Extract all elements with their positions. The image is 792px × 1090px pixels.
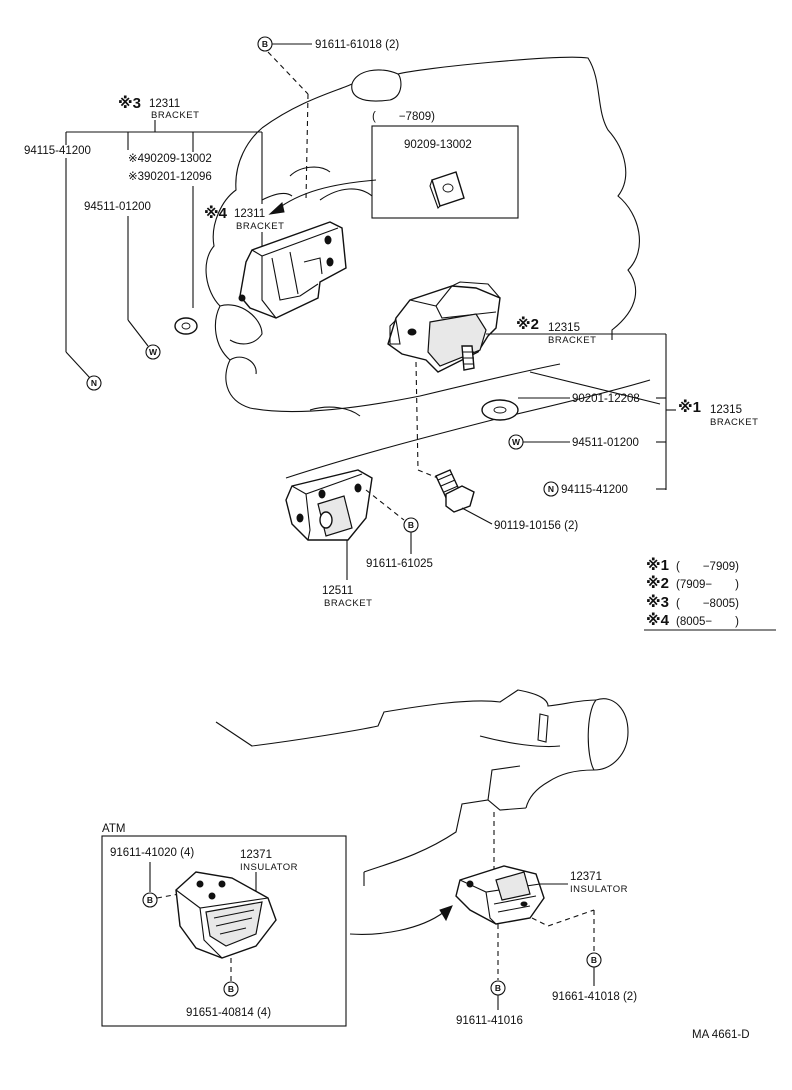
bolt-b-symbol-41018: B bbox=[586, 952, 602, 968]
bolt-b-symbol-41016: B bbox=[490, 980, 506, 996]
legend-mark-3: ※3 bbox=[646, 593, 669, 611]
part-91661-41018: 91661-41018 (2) bbox=[552, 991, 637, 1003]
part-91611-41020: 91611-41020 (4) bbox=[110, 847, 194, 859]
arrow-head-inset bbox=[268, 202, 285, 215]
bracket-label-ref2: BRACKET bbox=[548, 335, 596, 346]
bracket-12511 bbox=[285, 469, 373, 541]
bracket-12311-ref4 bbox=[238, 221, 347, 319]
svg-text:B: B bbox=[495, 983, 501, 993]
insulator-label-atm: INSULATOR bbox=[240, 862, 298, 873]
part-90201-12096-ref3: ※390201-12096 bbox=[128, 171, 212, 183]
legend-range-1: ( −7909) bbox=[676, 561, 739, 573]
bracket-label-12511: BRACKET bbox=[324, 598, 372, 609]
transmission-outline bbox=[215, 689, 629, 886]
svg-text:B: B bbox=[408, 520, 414, 530]
svg-text:N: N bbox=[548, 484, 554, 494]
inset-range-label: ( −7809) bbox=[372, 111, 435, 123]
part-94511-01200-left: 94511-01200 bbox=[84, 201, 151, 213]
part-12371-atm: 12371 bbox=[240, 849, 272, 861]
atm-label: ATM bbox=[102, 823, 125, 835]
part-91611-61018: 91611-61018 (2) bbox=[315, 39, 399, 51]
inset-box bbox=[371, 125, 519, 219]
nut-n-symbol-right: N bbox=[543, 481, 559, 497]
bolt-b-symbol-top: B bbox=[257, 36, 273, 52]
ref1-mark: ※1 bbox=[678, 398, 701, 416]
bolt-b-symbol-12511: B bbox=[403, 517, 419, 533]
legend-range-4: (8005− ) bbox=[676, 616, 739, 628]
svg-text:B: B bbox=[228, 984, 234, 994]
engine-block-outline bbox=[205, 56, 661, 479]
legend-mark-2: ※2 bbox=[646, 574, 669, 592]
insulator-12371-atm bbox=[175, 871, 277, 959]
arrow-from-inset bbox=[275, 179, 377, 211]
part-90209-13002-ref4: ※490209-13002 bbox=[128, 153, 212, 165]
part-12311-ref3: 12311 bbox=[149, 98, 180, 110]
nut-n-symbol-left: N bbox=[86, 375, 102, 391]
legend-mark-1: ※1 bbox=[646, 556, 669, 574]
bracket-label-ref3: BRACKET bbox=[151, 110, 199, 121]
bracket-label-ref4: BRACKET bbox=[236, 221, 284, 232]
washer-w-symbol-right: W bbox=[508, 434, 524, 450]
bracket-12315-right bbox=[387, 281, 501, 373]
ref4-mark: ※4 bbox=[204, 204, 228, 222]
atm-box bbox=[101, 835, 347, 1027]
washer-90201-12096 bbox=[174, 317, 198, 335]
part-94511-01200-right: 94511-01200 bbox=[572, 437, 639, 449]
washer-w-symbol-left: W bbox=[145, 344, 161, 360]
part-90201-12208: 90201-12208 bbox=[572, 393, 640, 405]
ref2-mark: ※2 bbox=[516, 315, 539, 333]
insulator-12371 bbox=[455, 865, 545, 925]
arrow-head-atm bbox=[439, 905, 453, 922]
arrow-from-atm bbox=[349, 911, 445, 935]
part-12315-ref2: 12315 bbox=[548, 322, 580, 334]
part-94115-41200-left: 94115-41200 bbox=[24, 145, 91, 157]
bracket-label-ref1: BRACKET bbox=[710, 417, 758, 428]
part-12311-ref4: 12311 bbox=[234, 208, 265, 220]
svg-text:B: B bbox=[591, 955, 597, 965]
nut-plate-90209-13002 bbox=[429, 171, 465, 209]
part-91611-61025: 91611-61025 bbox=[366, 558, 433, 570]
svg-text:W: W bbox=[512, 437, 521, 447]
insulator-label: INSULATOR bbox=[570, 884, 628, 895]
part-94115-41200-right: 94115-41200 bbox=[561, 484, 628, 496]
svg-text:N: N bbox=[91, 378, 97, 388]
legend-range-2: (7909− ) bbox=[676, 579, 739, 591]
svg-text:W: W bbox=[149, 347, 158, 357]
bolt-90119-10156 bbox=[435, 469, 475, 513]
svg-text:B: B bbox=[262, 39, 268, 49]
legend-mark-4: ※4 bbox=[646, 611, 670, 629]
part-12511: 12511 bbox=[322, 585, 353, 597]
ref3-mark: ※3 bbox=[118, 94, 141, 112]
bolt-b-symbol-atm-bottom: B bbox=[223, 981, 239, 997]
part-91611-41016: 91611-41016 bbox=[456, 1015, 523, 1027]
washer-90201-12208 bbox=[481, 399, 519, 421]
part-90209-13002-inset: 90209-13002 bbox=[404, 139, 472, 151]
part-91651-40814: 91651-40814 (4) bbox=[186, 1007, 271, 1019]
part-90119-10156: 90119-10156 (2) bbox=[494, 520, 578, 532]
part-12371: 12371 bbox=[570, 871, 602, 883]
part-12315-ref1: 12315 bbox=[710, 404, 742, 416]
catalog-code: MA 4661-D bbox=[692, 1029, 750, 1041]
legend: ※1 ( −7909) ※2 (7909− ) ※3 ( −8005) ※4 (… bbox=[644, 556, 776, 631]
legend-range-3: ( −8005) bbox=[676, 598, 739, 610]
svg-text:B: B bbox=[147, 895, 153, 905]
bolt-b-symbol-atm-top: B bbox=[142, 892, 158, 908]
